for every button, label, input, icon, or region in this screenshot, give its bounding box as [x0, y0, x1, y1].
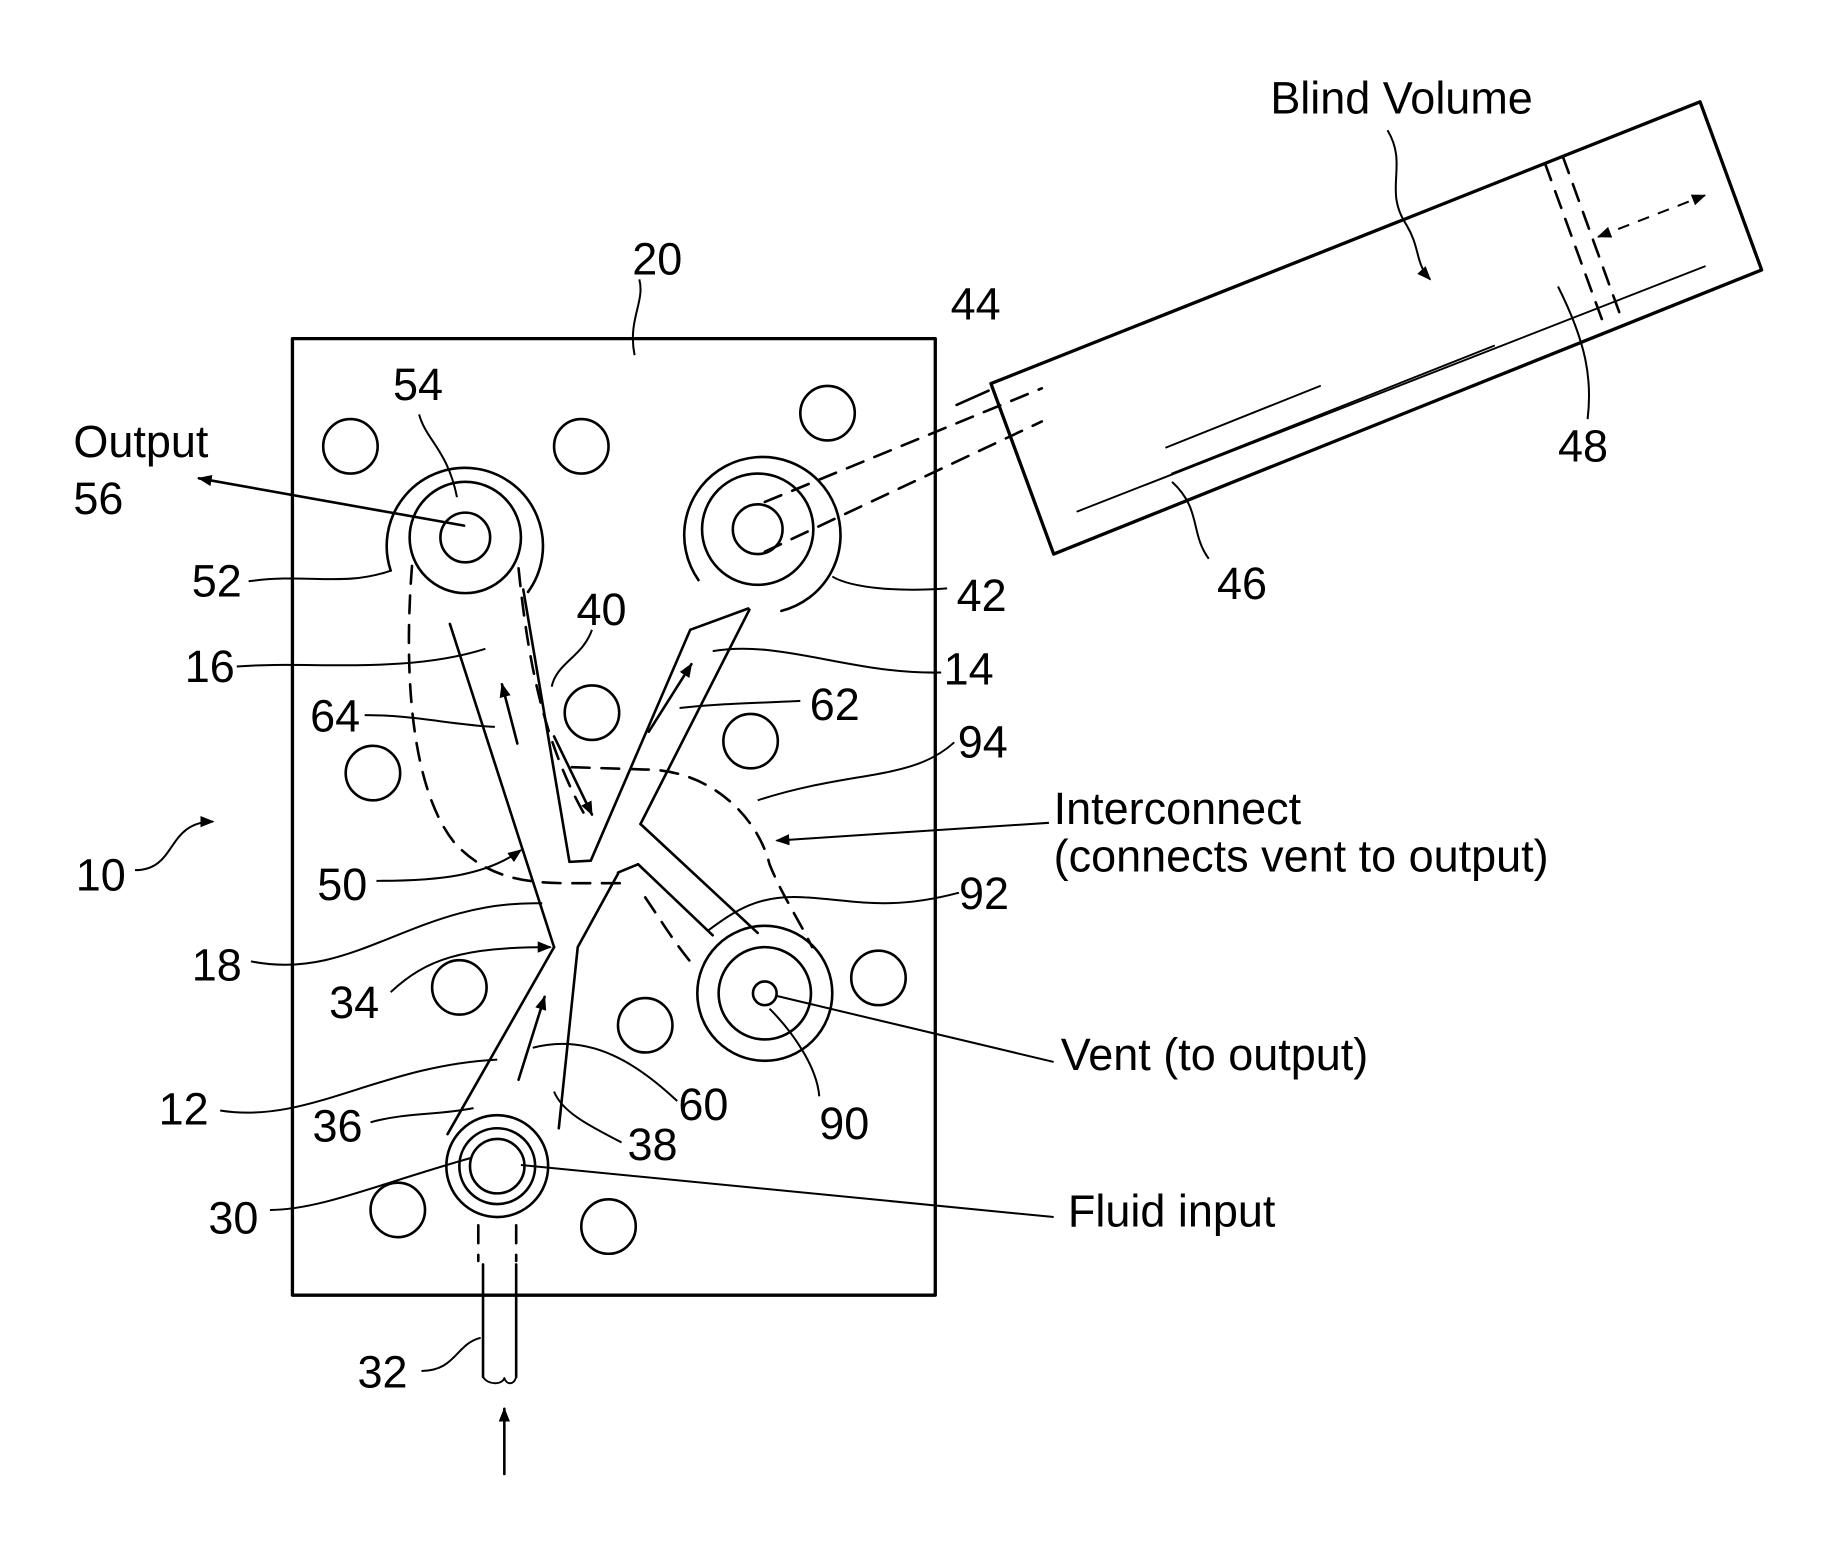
label-44: 44	[951, 279, 1001, 330]
label-interconnect-note: (connects vent to output)	[1054, 830, 1549, 881]
label-blind-volume: Blind Volume	[1270, 73, 1532, 124]
label-16: 16	[185, 641, 235, 692]
label-52: 52	[192, 556, 242, 607]
hidden-passages	[409, 566, 812, 1261]
label-64: 64	[310, 691, 360, 742]
label-48: 48	[1558, 421, 1608, 472]
mounting-hole	[432, 960, 486, 1014]
label-38: 38	[627, 1119, 677, 1170]
label-90: 90	[819, 1098, 869, 1149]
label-94: 94	[958, 717, 1008, 768]
label-92: 92	[959, 868, 1009, 919]
label-40: 40	[577, 584, 627, 635]
label-18: 18	[192, 939, 242, 990]
label-14: 14	[944, 643, 994, 694]
label-32: 32	[358, 1347, 408, 1398]
mounting-hole	[851, 951, 905, 1005]
label-30: 30	[208, 1193, 258, 1244]
manifold-block	[292, 339, 935, 1296]
mounting-hole	[565, 685, 619, 739]
label-34: 34	[329, 977, 379, 1028]
mounting-hole	[323, 419, 377, 473]
mounting-hole	[346, 746, 400, 800]
label-36: 36	[313, 1100, 363, 1151]
blind-volume-port	[684, 457, 840, 611]
label-interconnect: Interconnect	[1054, 783, 1302, 834]
label-56: 56	[73, 473, 123, 524]
label-42: 42	[957, 570, 1007, 621]
text-labels: Blind Volume Output 56 Interconnect (con…	[73, 73, 1608, 1398]
label-46: 46	[1217, 558, 1267, 609]
blind-volume-tube	[765, 102, 1762, 554]
label-20: 20	[632, 234, 682, 285]
mounting-hole	[371, 1183, 425, 1237]
label-60: 60	[678, 1079, 728, 1130]
label-12: 12	[159, 1084, 209, 1135]
label-62: 62	[810, 679, 860, 730]
label-54: 54	[393, 359, 443, 410]
label-10: 10	[76, 849, 126, 900]
leader-lines	[135, 130, 1589, 1371]
flow-arrows	[199, 478, 692, 1079]
mounting-hole	[554, 419, 608, 473]
mounting-hole	[581, 1199, 635, 1253]
mounting-hole	[800, 386, 854, 440]
label-50: 50	[317, 859, 367, 910]
mounting-hole	[618, 998, 672, 1052]
label-output: Output	[73, 416, 209, 467]
label-fluid-input: Fluid input	[1068, 1186, 1276, 1237]
label-vent: Vent (to output)	[1061, 1029, 1369, 1080]
mounting-hole	[723, 714, 777, 768]
channels	[448, 590, 758, 1135]
